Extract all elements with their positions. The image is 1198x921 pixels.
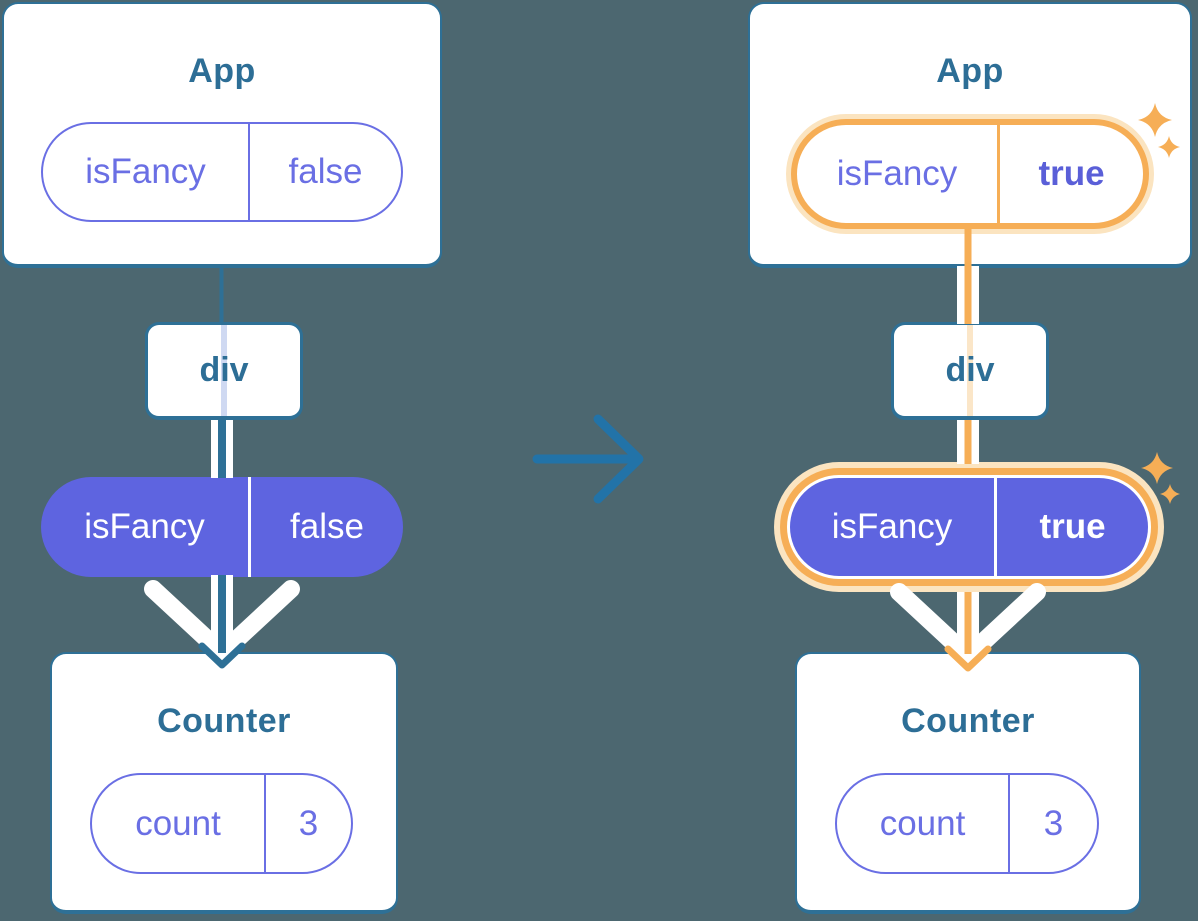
left-app-state-pill: isFancy false: [41, 122, 403, 222]
state-value: false: [288, 152, 363, 191]
prop-flow-stripe: [221, 325, 227, 416]
state-key: count: [92, 775, 266, 872]
left-div-pill-connector: [211, 420, 233, 478]
left-div-box: div: [145, 322, 303, 420]
right-app-div-connector: [957, 266, 979, 324]
left-app-div-connector: [219, 266, 224, 324]
left-app-title: App: [188, 52, 256, 90]
left-passed-prop-pill: isFancy false: [41, 477, 403, 577]
prop-value: true: [1039, 507, 1106, 546]
left-counter-title: Counter: [157, 702, 291, 740]
right-counter-title: Counter: [901, 702, 1035, 740]
right-app-state-pill-highlighted: isFancy true: [791, 119, 1149, 229]
right-app-title: App: [936, 52, 1004, 90]
right-passed-prop-pill-highlighted: isFancy true: [790, 478, 1148, 576]
left-counter-state-pill: count 3: [90, 773, 353, 874]
state-key: isFancy: [43, 124, 250, 220]
transition-right-arrow-icon: [532, 414, 644, 504]
right-div-label: div: [945, 351, 995, 389]
left-div-label: div: [199, 351, 249, 389]
state-key: isFancy: [797, 125, 1000, 223]
state-value: 3: [1043, 803, 1064, 843]
right-counter-state-pill: count 3: [835, 773, 1099, 874]
state-value: true: [1038, 154, 1105, 193]
prop-key: isFancy: [790, 478, 997, 576]
state-key: count: [837, 775, 1010, 872]
prop-value: false: [290, 507, 364, 546]
prop-key: isFancy: [41, 477, 251, 577]
state-value: 3: [298, 803, 319, 843]
right-div-box: div: [891, 322, 1049, 420]
right-div-pill-connector: [957, 420, 979, 464]
prop-flow-stripe: [967, 325, 973, 416]
